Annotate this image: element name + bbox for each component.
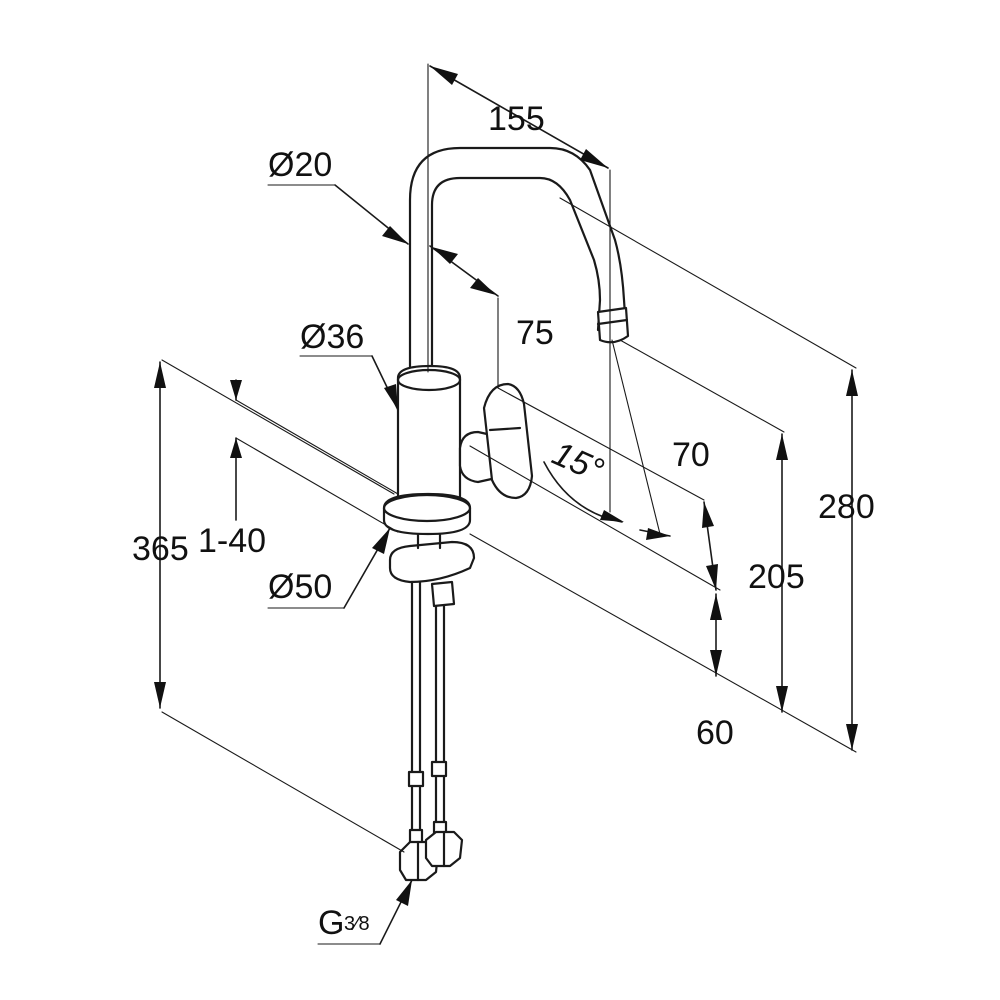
faucet-body bbox=[382, 146, 630, 882]
label-total-length: 365 bbox=[132, 530, 189, 568]
lever-handle bbox=[482, 382, 534, 500]
label-base-diameter: Ø50 bbox=[268, 568, 332, 606]
label-connection-thread: G bbox=[318, 904, 344, 942]
base-ring bbox=[382, 492, 472, 536]
label-pipe-diameter: Ø20 bbox=[268, 146, 332, 184]
label-total-height: 280 bbox=[818, 488, 875, 526]
aerator bbox=[596, 306, 630, 344]
label-body-diameter: Ø36 bbox=[300, 318, 364, 356]
label-connection-thread-fraction: 3⁄8 bbox=[344, 913, 370, 935]
label-base-height: 60 bbox=[696, 714, 734, 752]
dimension-lines bbox=[154, 63, 858, 945]
label-outlet-height: 205 bbox=[748, 558, 805, 596]
label-counter-thickness: 1-40 bbox=[198, 522, 266, 560]
shank-nut bbox=[430, 580, 456, 608]
label-lever-height: 70 bbox=[672, 436, 710, 474]
label-reach: 155 bbox=[488, 100, 545, 138]
dimension-labels: 155 Ø20 75 Ø36 15° 70 280 205 365 1-40 Ø… bbox=[132, 100, 875, 942]
label-spout-offset: 75 bbox=[516, 314, 554, 352]
mount-bracket bbox=[388, 540, 476, 584]
